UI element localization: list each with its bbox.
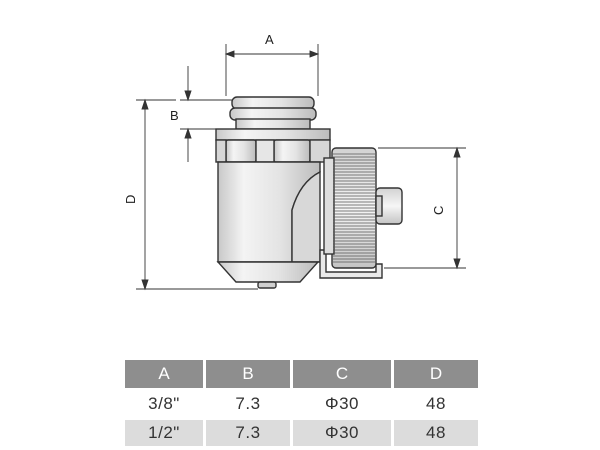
cell-d: 48 [394, 420, 478, 446]
table-header-row: A B C D [125, 360, 478, 388]
header-d: D [394, 360, 478, 388]
knurl-lines [333, 153, 375, 263]
cell-d: 48 [394, 391, 478, 417]
cell-a: 3/8" [125, 391, 203, 417]
table-row: 3/8" 7.3 Φ30 48 [125, 391, 478, 417]
dimension-label-d: D [123, 195, 138, 204]
dimension-lines [136, 44, 466, 291]
cell-b: 7.3 [206, 391, 290, 417]
cell-c: Φ30 [293, 420, 391, 446]
header-c: C [293, 360, 391, 388]
cell-c: Φ30 [293, 391, 391, 417]
dimension-label-a: A [265, 32, 274, 47]
cell-a: 1/2" [125, 420, 203, 446]
dimension-label-c: C [431, 206, 446, 215]
cell-b: 7.3 [206, 420, 290, 446]
header-b: B [206, 360, 290, 388]
header-a: A [125, 360, 203, 388]
table-row: 1/2" 7.3 Φ30 48 [125, 420, 478, 446]
dimension-label-b: B [170, 108, 179, 123]
specification-table: A B C D 3/8" 7.3 Φ30 48 1/2" 7.3 Φ30 48 [122, 357, 481, 449]
fitting-technical-drawing: A B D C [123, 32, 466, 291]
